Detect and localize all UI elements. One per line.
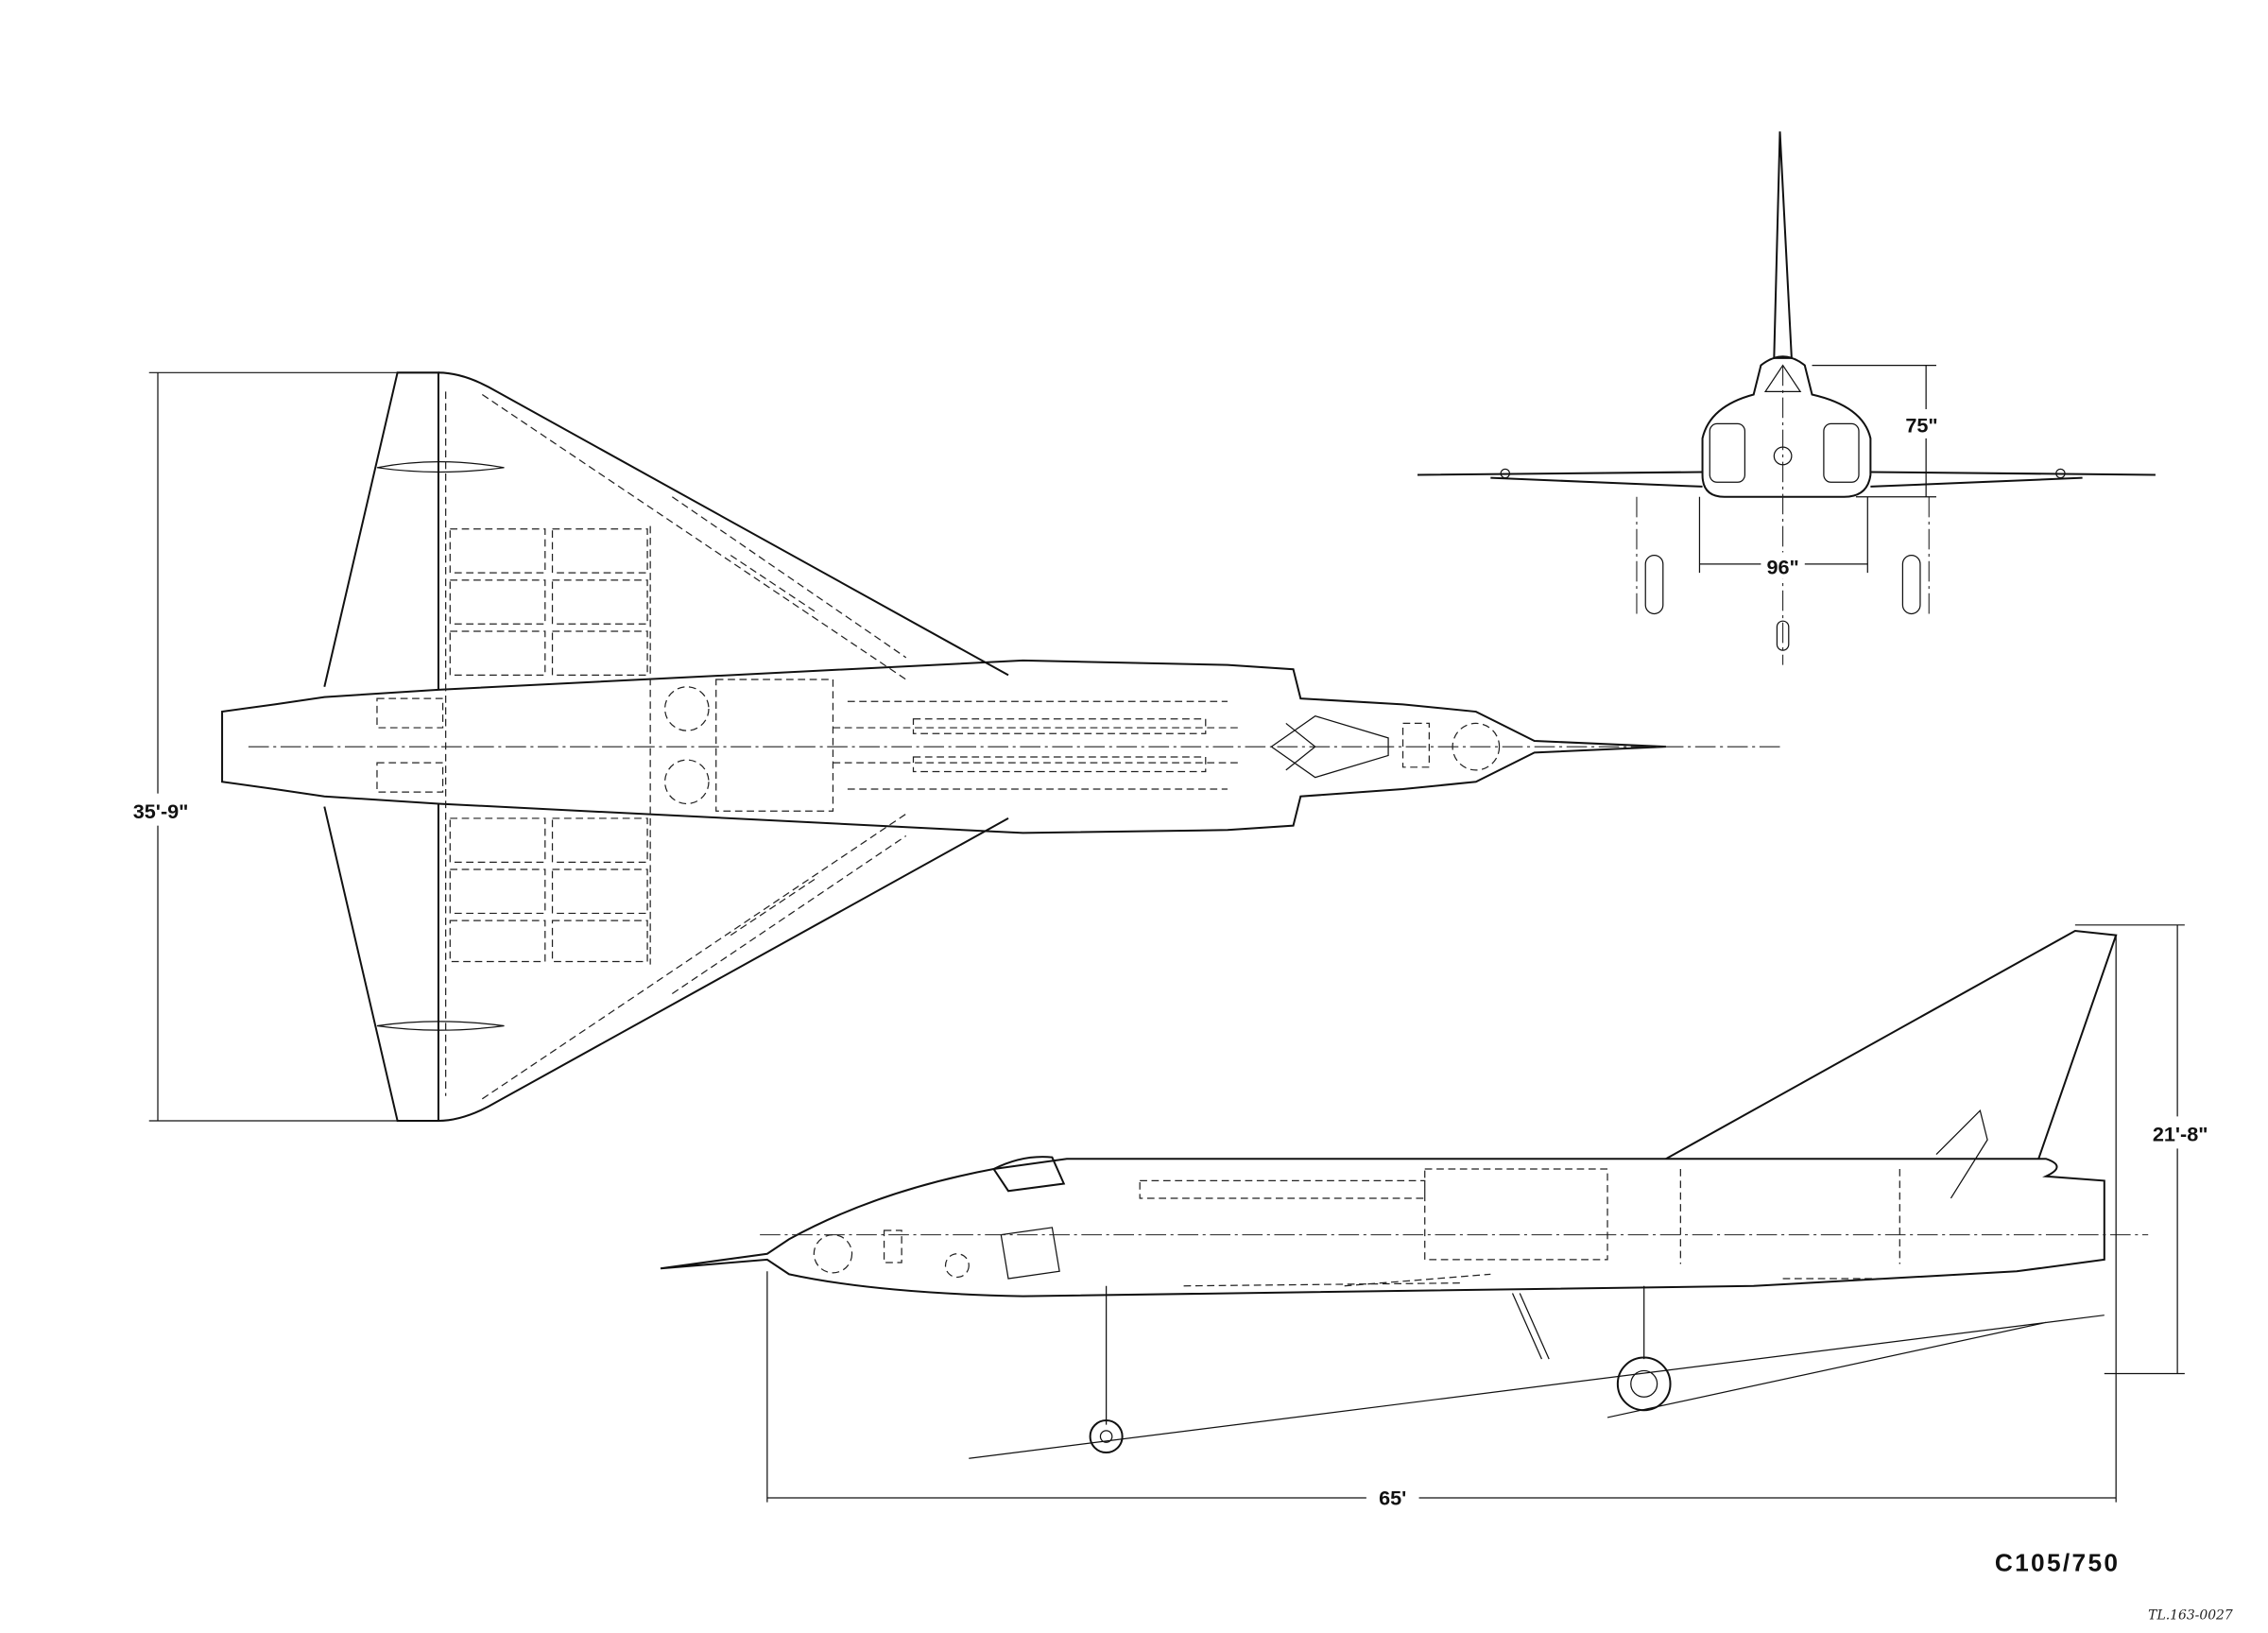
span-dimension: 35'-9" (133, 799, 189, 823)
front-view: 75" 96" (1417, 131, 2156, 665)
reference-number: TL.163-0027 (2148, 1607, 2233, 1623)
drawing-number: C105/750 (1995, 1548, 2120, 1576)
plan-view: 35'-9" (124, 371, 1783, 1123)
length-dimension: 65' (1379, 1487, 1406, 1510)
overall-height-dimension: 21'-8" (2153, 1123, 2208, 1146)
width-dimension: 96" (1766, 556, 1798, 579)
side-view: 65' 21'-8" (660, 924, 2213, 1514)
height-dimension: 75" (1905, 414, 1937, 438)
